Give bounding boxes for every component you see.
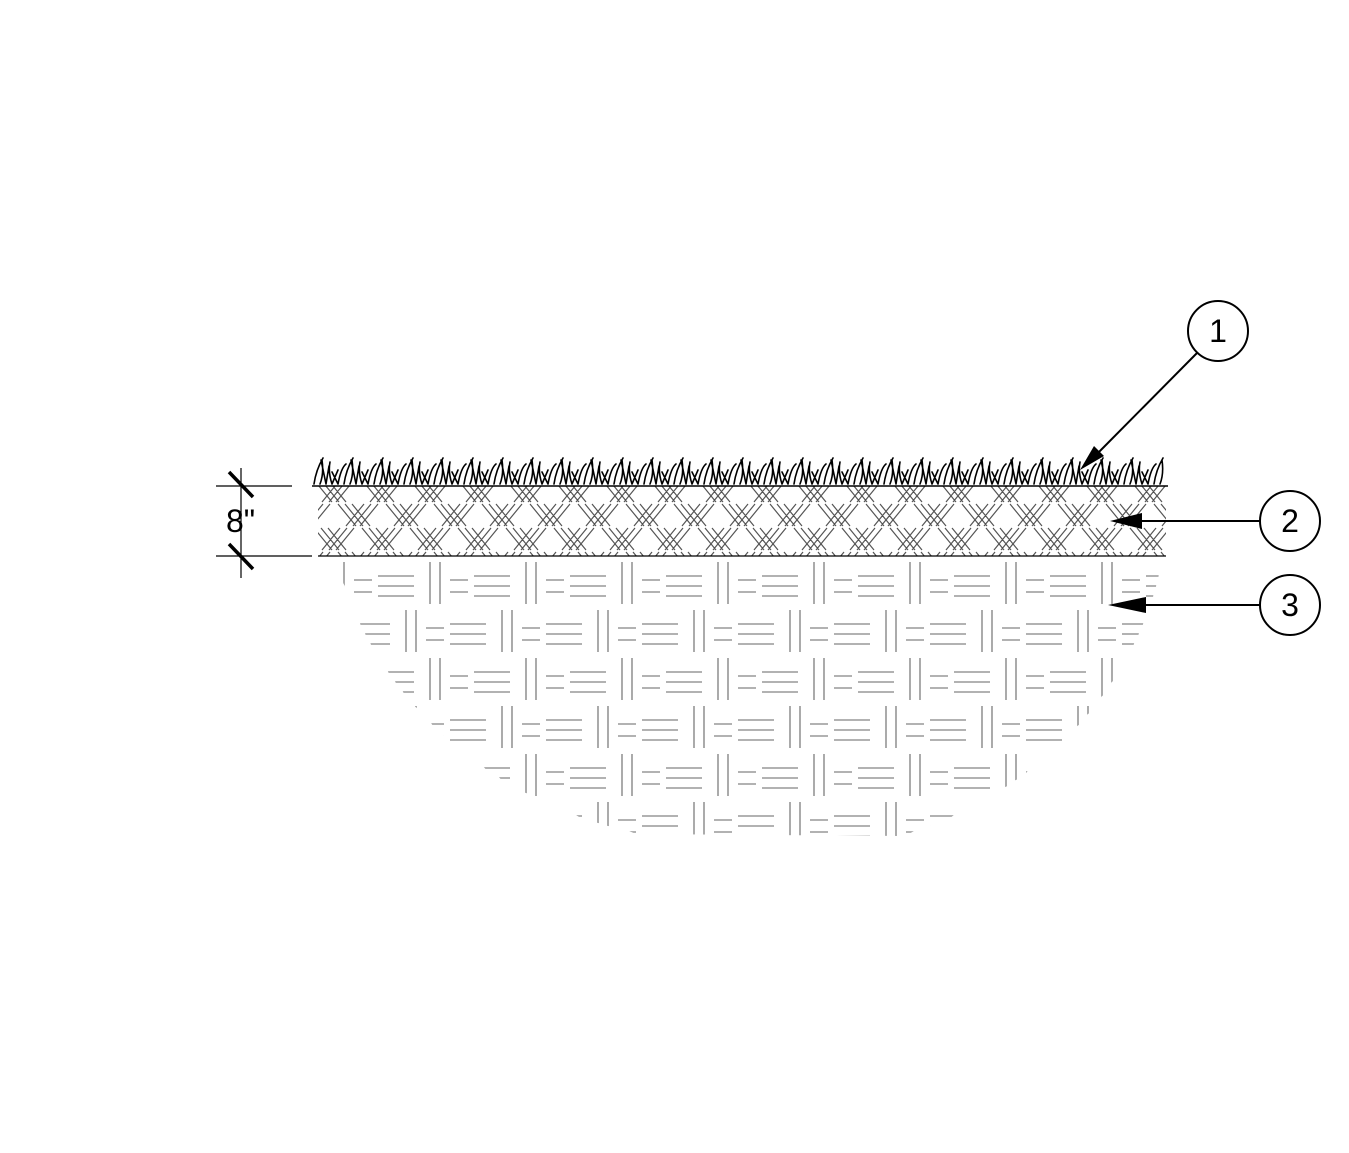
topsoil-hatch-strokes [318,486,1166,556]
callout-1: 1 [1080,300,1249,470]
dimension-tick-top [227,470,255,499]
dimension-label: 8" [226,503,255,539]
grass-blades [313,457,1164,485]
subgrade-hatch-strokes [336,562,1162,836]
dimension-tick-bottom [227,542,255,571]
callout-1-leader [1093,352,1198,458]
subgrade-layer [336,562,1162,836]
topsoil-layer [312,485,1168,557]
callout-3-number: 3 [1281,587,1299,623]
callout-1-arrowhead [1080,446,1104,470]
callout-1-number: 1 [1209,313,1227,349]
callout-2: 2 [1110,490,1321,552]
depth-dimension: 8" [216,468,312,578]
callout-2-arrowhead [1110,513,1142,529]
callout-1-circle [1187,300,1249,362]
grass-layer [313,457,1164,485]
callout-3: 3 [1108,574,1321,636]
topsoil-hatch [318,486,1166,556]
subgrade-hatch [336,562,1162,836]
callout-2-number: 2 [1281,503,1299,539]
callout-3-arrowhead [1108,597,1146,613]
